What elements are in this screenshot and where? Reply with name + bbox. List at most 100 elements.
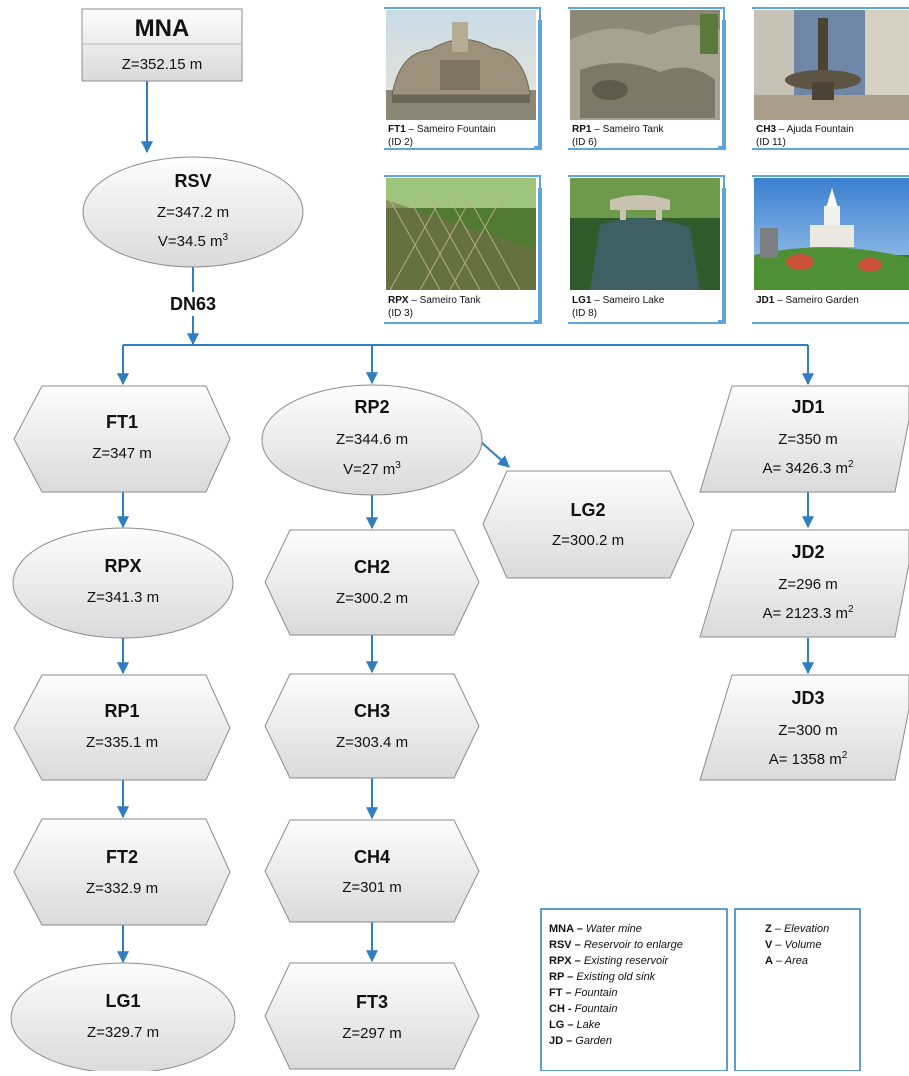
- hexagon-shape: [482, 470, 695, 579]
- node-title: RP2: [354, 397, 389, 417]
- photo-id: (ID 11): [756, 137, 786, 148]
- photo-id: (ID 3): [388, 308, 413, 319]
- fountain-photo: [386, 10, 536, 120]
- legend-variables: Z – Elevation V – Volume A – Area: [734, 908, 861, 1072]
- node-lg1: LG1 Z=329.7 m: [10, 962, 236, 1074]
- node-elevation: Z=350 m: [778, 431, 838, 448]
- node-volume: V=27 m3: [343, 460, 401, 478]
- legend-item: Z – Elevation: [765, 923, 829, 935]
- hexagon-shape: [13, 385, 231, 493]
- node-title: RSV: [174, 171, 211, 191]
- node-title: MNA: [135, 15, 190, 42]
- photo-card: CH3 – Ajuda Fountain (ID 11): [752, 7, 909, 150]
- node-elevation: Z=301 m: [342, 879, 402, 896]
- node-elevation: Z=347 m: [92, 445, 152, 462]
- hexagon-shape: [264, 962, 480, 1070]
- photo-card: JD1 – Sameiro Garden: [752, 175, 909, 324]
- legend-abbreviations: MNA – Water mine RSV – Reservoir to enla…: [540, 908, 728, 1072]
- node-rp1: RP1 Z=335.1 m: [13, 674, 231, 781]
- node-rpx: RPX Z=341.3 m: [12, 527, 234, 639]
- hexagon-shape: [264, 529, 480, 636]
- node-elevation: Z=329.7 m: [87, 1024, 159, 1041]
- hexagon-shape: [264, 819, 480, 923]
- node-title: JD2: [791, 542, 824, 562]
- legend-item: RPX – Existing reservoir: [549, 955, 670, 967]
- fenced-reservoir-photo: [386, 178, 536, 291]
- hexagon-shape: [264, 673, 480, 779]
- parallelogram-shape: [699, 385, 909, 493]
- node-volume: V=34.5 m3: [158, 232, 229, 250]
- node-title: LG1: [105, 991, 140, 1011]
- rock-tank-photo: [570, 10, 720, 120]
- photo-caption: LG1 – Sameiro Lake: [572, 295, 665, 306]
- node-elevation: Z=303.4 m: [336, 734, 408, 751]
- node-jd3: JD3 Z=300 m A= 1358 m2: [699, 674, 909, 781]
- node-ft3: FT3 Z=297 m: [264, 962, 480, 1070]
- photo-caption: FT1 – Sameiro Fountain: [388, 124, 496, 135]
- ellipse-shape: [261, 384, 483, 496]
- node-area: A= 2123.3 m2: [762, 604, 853, 622]
- ellipse-shape: [82, 156, 304, 268]
- legend-item: JD – Garden: [549, 1035, 612, 1047]
- lake-photo: [570, 178, 720, 290]
- node-rp2: RP2 Z=344.6 m V=27 m3: [261, 384, 483, 496]
- node-rsv: RSV Z=347.2 m V=34.5 m3: [82, 156, 304, 268]
- node-area: A= 3426.3 m2: [762, 459, 853, 477]
- legend-item: FT – Fountain: [549, 987, 617, 999]
- legend-item: CH - Fountain: [549, 1003, 617, 1015]
- node-elevation: Z=296 m: [778, 576, 838, 593]
- node-title: CH3: [354, 701, 390, 721]
- node-elevation: Z=300.2 m: [552, 532, 624, 549]
- node-elevation: Z=335.1 m: [86, 734, 158, 751]
- photo-card: LG1 – Sameiro Lake (ID 8): [568, 175, 726, 324]
- node-ch3: CH3 Z=303.4 m: [264, 673, 480, 779]
- parallelogram-shape: [699, 674, 909, 781]
- node-title: FT1: [106, 412, 138, 432]
- node-title: FT2: [106, 847, 138, 867]
- node-title: RP1: [104, 701, 139, 721]
- legend-box: [734, 908, 861, 1072]
- photo-id: (ID 6): [572, 137, 597, 148]
- photo-caption: JD1 – Sameiro Garden: [756, 295, 859, 306]
- node-elevation: Z=352.15 m: [122, 56, 202, 73]
- legend-box: [540, 908, 728, 1072]
- legend-item: RP – Existing old sink: [549, 971, 656, 983]
- photo-card: FT1 – Sameiro Fountain (ID 2): [384, 7, 542, 150]
- legend-item: V – Volume: [765, 939, 821, 951]
- photo-panels: FT1 – Sameiro Fountain (ID 2) RP1 – Same…: [384, 7, 909, 324]
- node-jd2: JD2 Z=296 m A= 2123.3 m2: [699, 529, 909, 638]
- legend-item: MNA – Water mine: [549, 923, 642, 935]
- node-jd1: JD1 Z=350 m A= 3426.3 m2: [699, 385, 909, 493]
- photo-id: (ID 2): [388, 137, 413, 148]
- node-ft1: FT1 Z=347 m: [13, 385, 231, 493]
- node-title: CH4: [354, 847, 390, 867]
- node-elevation: Z=341.3 m: [87, 589, 159, 606]
- node-elevation: Z=300 m: [778, 722, 838, 739]
- node-title: FT3: [356, 992, 388, 1012]
- garden-sanctuary-photo: [754, 178, 909, 290]
- ellipse-shape: [10, 962, 236, 1074]
- node-elevation: Z=332.9 m: [86, 880, 158, 897]
- node-title: CH2: [354, 557, 390, 577]
- node-elevation: Z=297 m: [342, 1025, 402, 1042]
- pipe-label-dn63: DN63: [170, 294, 216, 314]
- node-area: A= 1358 m2: [769, 750, 848, 768]
- node-title: JD1: [791, 397, 824, 417]
- connectors: [117, 81, 814, 964]
- node-ft2: FT2 Z=332.9 m: [13, 818, 231, 926]
- ellipse-shape: [12, 527, 234, 639]
- node-elevation: Z=300.2 m: [336, 590, 408, 607]
- rectangle-shape: [81, 8, 243, 82]
- legend-item: A – Area: [765, 955, 808, 967]
- parallelogram-shape: [699, 529, 909, 638]
- legend-item: RSV – Reservoir to enlarge: [549, 939, 683, 951]
- photo-card: RPX – Sameiro Tank (ID 3): [384, 175, 542, 324]
- node-title: RPX: [104, 556, 141, 576]
- hexagon-shape: [13, 674, 231, 781]
- photo-caption: RPX – Sameiro Tank: [388, 295, 482, 306]
- photo-card: RP1 – Sameiro Tank (ID 6): [568, 7, 726, 150]
- arrow-rp2-lg2: [480, 441, 510, 468]
- photo-id: (ID 8): [572, 308, 597, 319]
